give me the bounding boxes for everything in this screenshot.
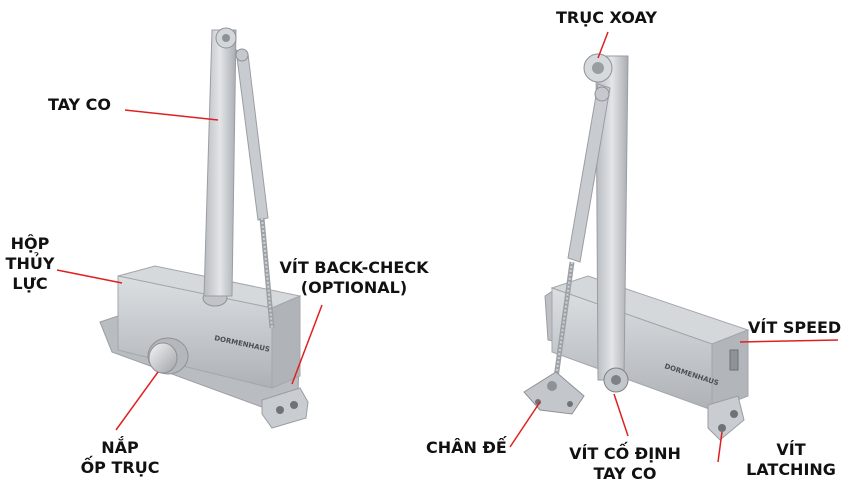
left-mount-foot [261,387,309,429]
right-foot-hole-2 [730,410,738,418]
label-vit-co-dinh: VÍT CỐ ĐỊNH TAY CO [560,444,690,484]
right-mount-foot [707,395,745,441]
leader-tay-co [124,109,219,121]
right-shoe-bracket [523,371,585,415]
left-door-closer: DORMENHAUS [99,27,309,429]
leader-vit-back-check [291,304,323,385]
label-truc-xoay: TRỤC XOAY [556,8,657,27]
label-chan-de: CHÂN ĐẾ [426,438,507,457]
leader-vit-latching [717,431,723,463]
label-vit-back-check: VÍT BACK-CHECK (OPTIONAL) [270,258,438,298]
left-link-joint [235,48,249,62]
label-nap-op-truc-line-2: ỐP TRỤC [80,458,160,477]
label-hop-thuy-luc-line-2: THỦY [5,254,55,273]
right-link-arm [567,83,611,263]
label-vit-speed: VÍT SPEED [748,318,842,337]
right-foot-hole-1 [718,424,726,432]
label-vit-back-check-line-1: VÍT BACK-CHECK [279,258,429,277]
left-foot-hole-2 [290,401,298,409]
left-shaft-cap [148,342,178,374]
leader-vit-speed [739,339,839,343]
left-main-arm [203,29,237,297]
label-vit-latching-line-2: LATCHING [746,460,836,479]
right-door-closer: DORMENHAUS [523,53,750,441]
label-vit-latching: VÍT LATCHING [738,440,844,480]
left-foot-hole-1 [276,406,284,414]
leader-hop-thuy-luc [56,269,123,284]
label-vit-co-dinh-line-2: TAY CO [593,464,657,483]
left-link-arm [235,49,269,221]
leader-truc-xoay [597,31,609,59]
label-nap-op-truc: NẮP ỐP TRỤC [60,438,180,478]
leader-lines [56,31,839,463]
label-vit-co-dinh-line-1: VÍT CỐ ĐỊNH [569,444,681,463]
leader-nap-op-truc [115,371,159,431]
label-hop-thuy-luc: HỘP THỦY LỰC [2,234,58,294]
label-tay-co: TAY CO [48,95,112,114]
leader-chan-de [509,401,541,448]
label-nap-op-truc-line-1: NẮP [101,438,139,457]
right-speed-screw [729,349,739,371]
label-hop-thuy-luc-line-1: HỘP [10,234,50,253]
left-body-end [271,295,301,389]
label-vit-latching-line-1: VÍT [776,440,806,459]
label-hop-thuy-luc-line-3: LỰC [12,274,48,293]
leader-vit-co-dinh [613,393,629,437]
label-vit-back-check-line-2: (OPTIONAL) [300,278,408,297]
right-link-joint [594,86,610,102]
